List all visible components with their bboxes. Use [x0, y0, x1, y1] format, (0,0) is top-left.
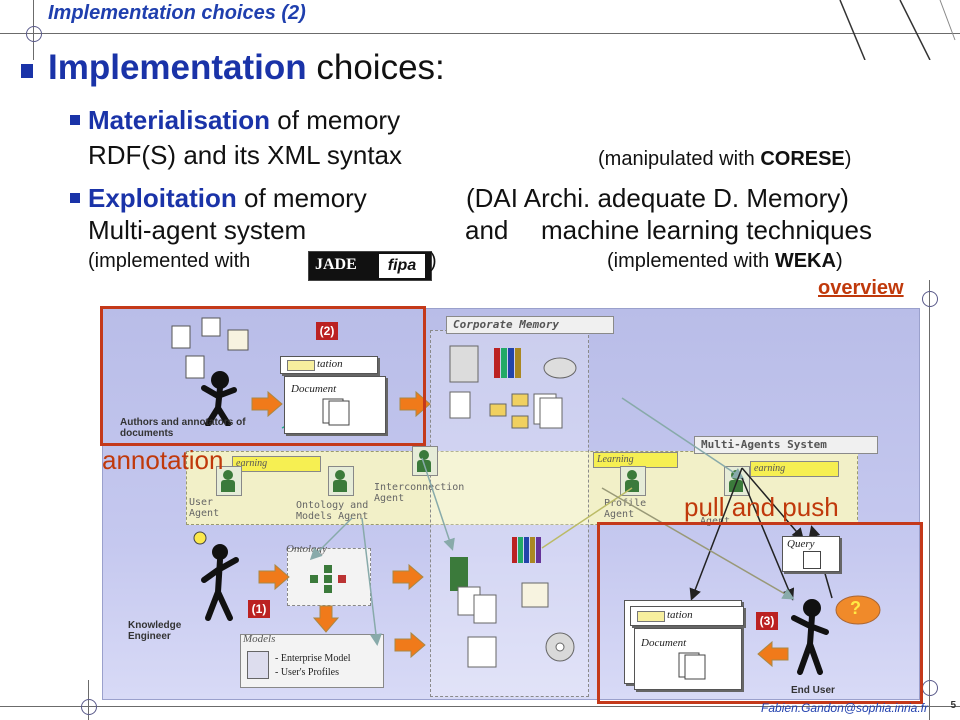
fipa-logo-text: fipa [379, 254, 425, 278]
ontology-box: Ontology [286, 543, 371, 606]
document-label: Document [291, 383, 337, 395]
pull-push-overlay-label: pull and push [684, 492, 839, 522]
knowledge-engineer-figure [193, 531, 239, 621]
document-stack-icon [678, 652, 706, 680]
learning-tag: earning [750, 461, 839, 477]
interconnection-agent-label: Interconnection Agent [374, 482, 465, 504]
bullet1-line1: Materialisation of memory [88, 105, 400, 136]
corner-circle-bottom [81, 699, 97, 715]
document-card: Document [634, 628, 742, 690]
interconnection-agent-icon [412, 446, 438, 476]
orange-arrow-left [757, 640, 789, 668]
right-vertical-rule [929, 280, 930, 720]
page-number: 5 [950, 700, 956, 711]
user-agent-icon [216, 466, 242, 496]
models-item: - User's Profiles [275, 667, 340, 678]
corner-circle-right-top [922, 291, 938, 307]
bullet1-right: (manipulated with CORESE) [598, 148, 851, 171]
models-box: Models - Enterprise Model - User's Profi… [240, 633, 384, 688]
jade-logo-text: JADE [315, 256, 357, 273]
end-user-figure [791, 595, 881, 675]
profile-agent-label: Profile Agent [604, 498, 647, 520]
main-title-rest: choices: [306, 48, 445, 87]
corner-circle-right-bottom [922, 680, 938, 696]
corporate-memory-icons-lower [450, 537, 575, 668]
footer-email: Fabien.Gandon@sophia.inria.fr [761, 701, 928, 715]
question-mark-icon: ? [850, 598, 861, 618]
bullet2-bold: Exploitation [88, 183, 237, 213]
ontology-tree-icon [310, 565, 346, 593]
annotation-tag-label: tation [667, 609, 693, 621]
query-doc-icon [803, 551, 821, 569]
knowledge-engineer-label: Knowledge Engineer [128, 620, 182, 642]
bullet1-right-pre: (manipulated with [598, 148, 761, 170]
bullet2-right: (DAI Archi. adequate D. Memory) [466, 183, 849, 213]
orange-arrow [392, 563, 424, 591]
bullet-square [70, 115, 80, 125]
orange-arrow [258, 563, 290, 591]
main-title-bold: Implementation [48, 48, 307, 87]
bullet2-line3-left-close: ) [430, 250, 437, 272]
models-item: - Enterprise Model [275, 653, 351, 664]
annotation-tag-card: tation [280, 356, 378, 374]
tag-icon [637, 611, 665, 622]
annotation-highlight-box [100, 306, 426, 446]
jade-fipa-logo: JADE fipa [308, 251, 432, 281]
bullet2-line2-right: machine learning techniques [541, 215, 872, 245]
bullet2-line2-left: Multi-agent system [88, 215, 307, 245]
bullet2-line1: Exploitation of memory [88, 183, 367, 214]
bullet2-line3-right-bold: WEKA [774, 250, 836, 272]
orange-arrow-down [312, 605, 340, 633]
models-doc-icon [247, 651, 269, 679]
document-card: Document [284, 376, 386, 434]
bullet1-bold: Materialisation [88, 105, 271, 135]
annotation-tag-card: tation [630, 606, 744, 626]
orange-arrow [251, 390, 283, 418]
multi-agents-label: Multi-Agents System [694, 436, 878, 454]
annotation-overlay-label: annotation [102, 445, 224, 475]
authors-figure [171, 317, 249, 426]
bullet2-line3-right: (implemented with WEKA) [607, 250, 843, 273]
bullet-square [21, 64, 33, 78]
document-label: Document [641, 637, 687, 649]
end-user-label: End User [791, 685, 835, 696]
agent-label: Agent [700, 516, 731, 527]
bullet1-line2: RDF(S) and its XML syntax [88, 140, 403, 170]
bullet2-line3-left: (implemented with [88, 250, 251, 272]
bullet1-rest: of memory [270, 105, 401, 135]
authors-label: Authors and annotators of documents [120, 417, 246, 439]
overview-link[interactable]: overview [818, 277, 904, 299]
header-title: Implementation choices (2) [48, 2, 306, 24]
models-label: Models [243, 633, 276, 645]
step-mark: (1) [248, 600, 270, 618]
bullet-square [70, 193, 80, 203]
corporate-memory-label: Corporate Memory [446, 316, 614, 334]
pull-push-highlight-box [597, 522, 923, 704]
decorative-lines [839, 0, 956, 60]
document-stack-icon [322, 398, 350, 426]
footer-rule [0, 706, 960, 707]
query-card: Query [782, 536, 840, 572]
learning-tag: earning [232, 456, 321, 472]
bullet2-rest: of memory [236, 183, 367, 213]
ontology-models-agent-label: Ontology and Models Agent [296, 500, 369, 522]
tag-icon [287, 360, 315, 371]
profile-agent-icon [620, 466, 646, 496]
annotation-tag-label: tation [317, 358, 343, 370]
user-agent-label: User Agent [189, 497, 220, 519]
query-label: Query [787, 538, 815, 550]
bullet1-right-bold: CORESE [760, 148, 845, 170]
ontology-agent-icon [328, 466, 354, 496]
bullet1-right-post: ) [844, 148, 852, 170]
bullet2-line2-mid: and [465, 215, 509, 245]
corporate-memory-icons [449, 345, 577, 429]
header-rule [0, 33, 960, 34]
bullet2-line3-right-post: ) [835, 250, 843, 272]
corner-circle-top [26, 26, 42, 42]
step-mark: (3) [756, 612, 778, 630]
bullet2-line3-right-pre: (implemented with [607, 250, 775, 272]
orange-arrow [394, 631, 426, 659]
step-mark: (2) [316, 322, 338, 340]
main-title: Implementation choices: [48, 48, 445, 88]
